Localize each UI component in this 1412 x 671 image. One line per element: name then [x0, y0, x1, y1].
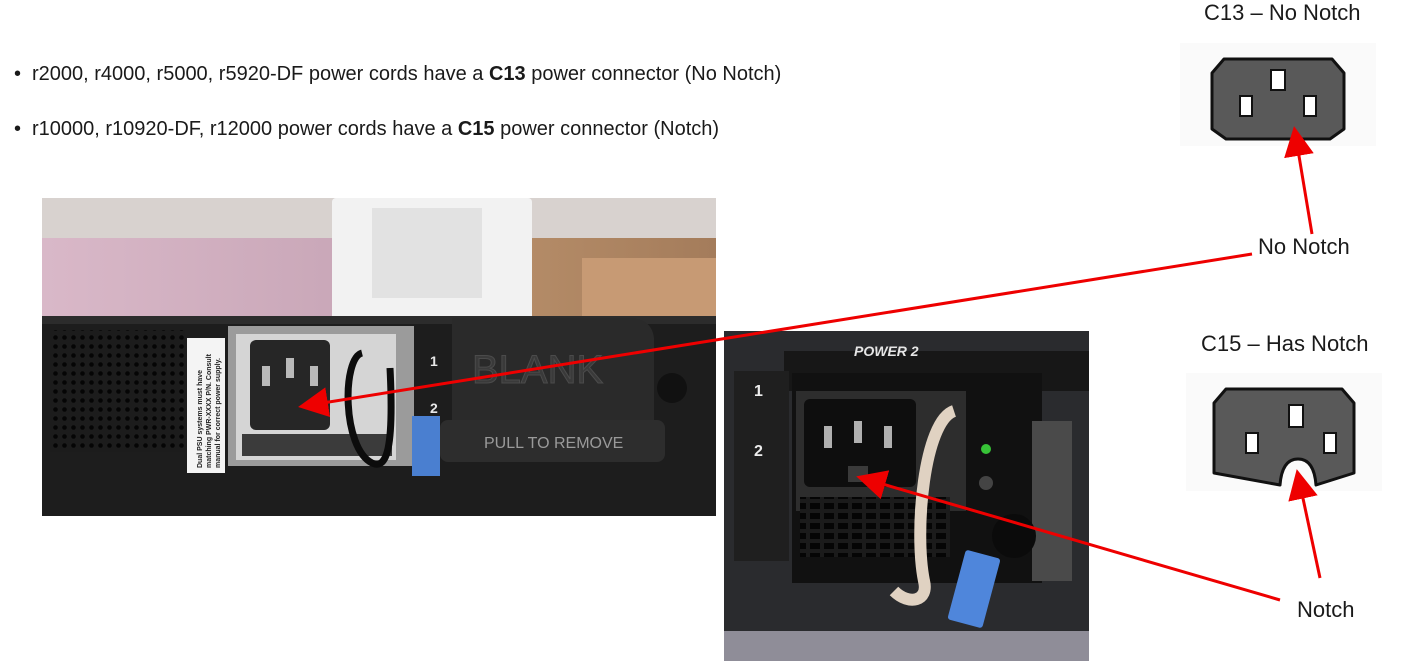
bullet-bold: C13 [488, 63, 526, 85]
c15-title: C15 – Has Notch [1201, 331, 1369, 356]
blank-cover-text: BLANK [472, 348, 603, 392]
slot-1-label-closeup: 1 [754, 383, 763, 400]
slot-1-label: 1 [430, 353, 438, 369]
slot-2-label: 2 [430, 400, 438, 416]
chassis-rear-photo: 1 2 BLANK PULL TO REMOVE Dual PSU system… [42, 198, 716, 516]
arrow-c13-up [1284, 126, 1314, 235]
bullet-text-end: power connector (Notch) [494, 118, 720, 140]
psu-closeup-photo: POWER 2 1 2 [724, 331, 1089, 661]
no-notch-callout: No Notch [1258, 234, 1350, 259]
bullet-bold: C15 [457, 118, 495, 140]
warning-line-3: manual for correct power supply. [215, 358, 222, 468]
notch-callout: Notch [1297, 597, 1355, 622]
bullet-dot: • [14, 63, 22, 85]
c13-title: C13 – No Notch [1204, 0, 1361, 25]
warning-line-2: matching PWR-XXXX P/N. Consult [206, 353, 213, 468]
pull-to-remove-text: PULL TO REMOVE [484, 435, 623, 452]
bullet-text: r10000, r10920-DF, r12000 power cords ha… [32, 118, 458, 140]
c15-connector-diagram [1186, 373, 1382, 491]
bullet-text: r2000, r4000, r5000, r5920-DF power cord… [32, 63, 489, 85]
c13-connector-diagram [1180, 43, 1376, 146]
bullet-dot: • [14, 118, 22, 140]
slot-2-label-closeup: 2 [754, 443, 763, 460]
bullet-text-end: power connector (No Notch) [525, 63, 782, 85]
bullet-c13-models: • r2000, r4000, r5000, r5920-DF power cor… [14, 63, 781, 86]
warning-line-1: Dual PSU systems must have [197, 370, 204, 468]
bullet-c15-models: • r10000, r10920-DF, r12000 power cords h… [14, 118, 719, 141]
power-2-label: POWER 2 [854, 343, 919, 359]
